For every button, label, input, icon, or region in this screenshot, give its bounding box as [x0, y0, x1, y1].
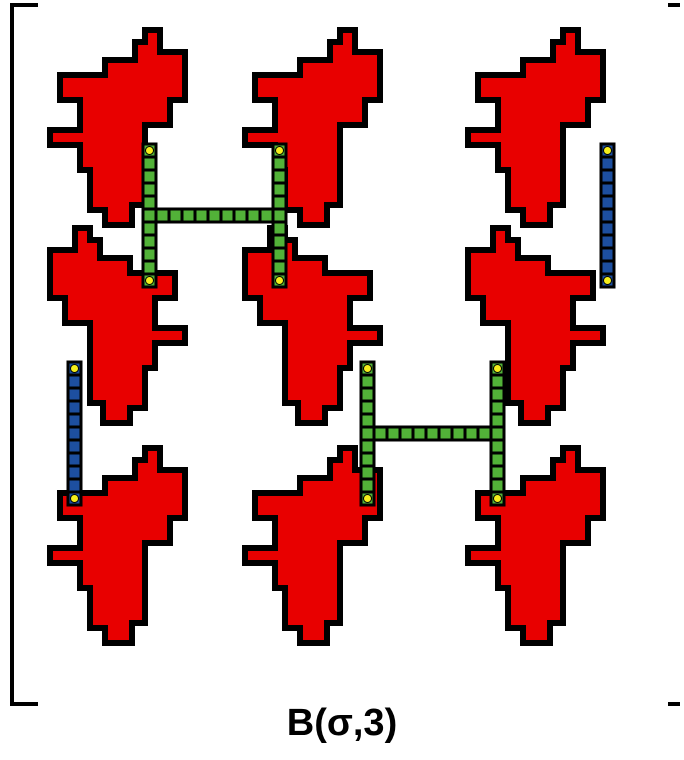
- connector-square: [68, 440, 81, 453]
- connector-square: [143, 196, 156, 209]
- endpoint-dot: [276, 277, 284, 285]
- connector-square: [413, 427, 426, 440]
- red-tile: [50, 30, 185, 225]
- endpoint-dot: [604, 147, 612, 155]
- connector-square: [143, 248, 156, 261]
- connector-square: [273, 248, 286, 261]
- endpoint-dot: [494, 495, 502, 503]
- connector-square: [143, 261, 156, 274]
- blue-bar-connector: [601, 144, 614, 287]
- connector-square: [143, 222, 156, 235]
- connector-square: [361, 479, 374, 492]
- endpoint-dot: [276, 147, 284, 155]
- connector-square: [426, 427, 439, 440]
- endpoint-dot: [146, 147, 154, 155]
- connector-square: [195, 209, 208, 222]
- connector-square: [601, 235, 614, 248]
- connector-square: [361, 453, 374, 466]
- connector-square: [68, 479, 81, 492]
- connector-square: [478, 427, 491, 440]
- connector-square: [361, 388, 374, 401]
- connector-square: [273, 170, 286, 183]
- connector-square: [68, 466, 81, 479]
- connector-square: [247, 209, 260, 222]
- connector-square: [601, 209, 614, 222]
- connector-square: [273, 196, 286, 209]
- connector-square: [491, 375, 504, 388]
- connector-square: [452, 427, 465, 440]
- connector-square: [491, 453, 504, 466]
- connector-square: [143, 157, 156, 170]
- connector-square: [361, 440, 374, 453]
- connector-square: [68, 453, 81, 466]
- connector-square: [601, 248, 614, 261]
- endpoint-dot: [71, 495, 79, 503]
- connector-square: [491, 440, 504, 453]
- connector-square: [361, 466, 374, 479]
- connector-square: [361, 427, 374, 440]
- connector-square: [68, 401, 81, 414]
- figure-caption: B(σ,3): [0, 700, 684, 746]
- right-bracket: [668, 5, 680, 704]
- connector-square: [221, 209, 234, 222]
- connector-square: [208, 209, 221, 222]
- connector-square: [387, 427, 400, 440]
- red-tile: [245, 30, 380, 225]
- connector-square: [491, 466, 504, 479]
- connector-square: [260, 209, 273, 222]
- connector-square: [156, 209, 169, 222]
- connector-square: [601, 261, 614, 274]
- left-bracket: [12, 5, 38, 704]
- connector-square: [182, 209, 195, 222]
- connector-square: [400, 427, 413, 440]
- connector-square: [273, 222, 286, 235]
- connector-square: [491, 388, 504, 401]
- endpoint-dot: [364, 495, 372, 503]
- connector-square: [143, 170, 156, 183]
- connector-square: [273, 261, 286, 274]
- endpoint-dot: [364, 365, 372, 373]
- connector-square: [601, 170, 614, 183]
- connector-square: [491, 414, 504, 427]
- blue-bar-connector: [68, 362, 81, 505]
- connector-square: [143, 183, 156, 196]
- connector-square: [234, 209, 247, 222]
- endpoint-dot: [71, 365, 79, 373]
- connector-square: [273, 209, 286, 222]
- connector-square: [465, 427, 478, 440]
- red-tile: [468, 30, 603, 225]
- connector-square: [601, 196, 614, 209]
- connector-square: [169, 209, 182, 222]
- endpoint-dot: [146, 277, 154, 285]
- red-tiles-layer: [50, 30, 603, 643]
- connector-square: [361, 401, 374, 414]
- connector-square: [68, 414, 81, 427]
- connector-square: [491, 401, 504, 414]
- endpoint-dot: [494, 365, 502, 373]
- connector-square: [143, 235, 156, 248]
- connector-square: [68, 375, 81, 388]
- connector-square: [601, 157, 614, 170]
- connector-square: [601, 183, 614, 196]
- connector-square: [273, 235, 286, 248]
- endpoint-dot: [604, 277, 612, 285]
- connector-square: [361, 375, 374, 388]
- connector-square: [601, 222, 614, 235]
- connector-square: [439, 427, 452, 440]
- red-tile: [468, 448, 603, 643]
- connector-square: [68, 388, 81, 401]
- connector-square: [491, 479, 504, 492]
- connector-square: [273, 183, 286, 196]
- connector-square: [374, 427, 387, 440]
- connector-square: [273, 157, 286, 170]
- connector-square: [361, 414, 374, 427]
- red-tile: [468, 228, 603, 423]
- connector-square: [143, 209, 156, 222]
- connector-square: [491, 427, 504, 440]
- connector-square: [68, 427, 81, 440]
